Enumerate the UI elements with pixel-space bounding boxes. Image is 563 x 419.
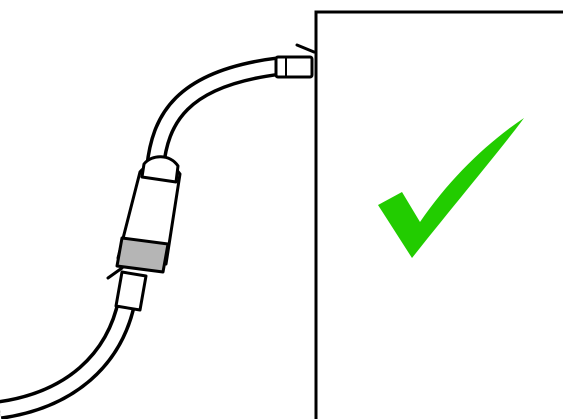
strain-relief-lower xyxy=(114,270,148,312)
upper-cable xyxy=(145,56,282,170)
connector-plug xyxy=(274,55,314,79)
lower-cable xyxy=(0,297,137,419)
checkmark-icon xyxy=(378,118,524,258)
connector-top-cap xyxy=(140,155,180,184)
connector-band xyxy=(115,236,170,274)
strain-relief-tick xyxy=(106,266,124,280)
port-clip-mark xyxy=(295,43,316,54)
